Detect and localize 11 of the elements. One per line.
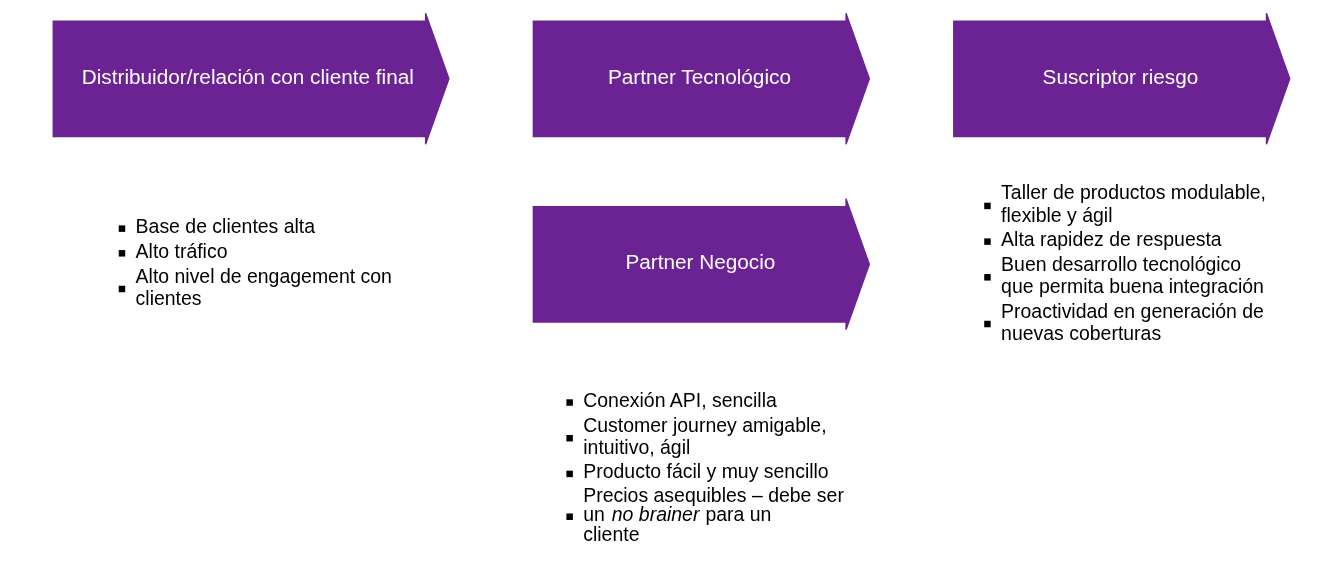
node-label: Base de clientes alta [135, 215, 316, 238]
node-label: Alto nivel de engagement con clientes [135, 264, 392, 309]
node-label: Taller de productos modulable, flexible y ágil [1001, 181, 1267, 226]
node-label: Producto fácil y muy sencillo [583, 460, 829, 483]
node-label: Buen desarrollo tecnológico que permita buena integración [1001, 252, 1264, 297]
node-label: Alta rapidez de respuesta [1001, 228, 1222, 251]
node-label: Conexión API, sencilla [583, 389, 777, 412]
node-label: Precios asequibles – debe ser un no brainer para un cliente [583, 483, 844, 545]
node-label: Customer journey amigable, intuitivo, ágil [583, 413, 827, 458]
node-label: Alto tráfico [135, 239, 228, 262]
node-label: Proactividad en generación de nuevas coberturas [1001, 299, 1264, 344]
